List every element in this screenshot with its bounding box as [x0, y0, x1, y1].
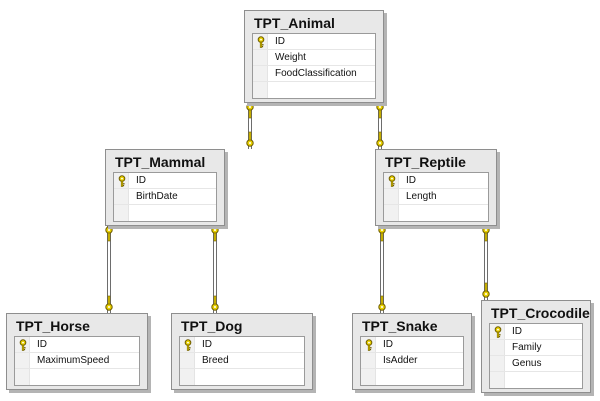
column-row[interactable]: Breed [180, 353, 304, 369]
table-tpt-snake[interactable]: TPT_Snake ID IsAdder [352, 313, 472, 390]
column-row[interactable]: Family [490, 340, 582, 356]
empty-row[interactable] [180, 369, 304, 385]
column-grid: ID BirthDate [113, 172, 217, 222]
column-row[interactable]: BirthDate [114, 189, 216, 205]
column-name: Genus [512, 358, 542, 369]
column-row[interactable]: ID [361, 337, 463, 353]
column-row[interactable]: IsAdder [361, 353, 463, 369]
column-row[interactable]: Weight [253, 50, 375, 66]
column-grid: ID Weight FoodClassification [252, 33, 376, 99]
column-row[interactable]: ID [180, 337, 304, 353]
table-tpt-dog[interactable]: TPT_Dog ID Breed [171, 313, 313, 390]
key-connector-icon [211, 226, 219, 242]
column-name: ID [406, 175, 416, 186]
key-icon [19, 339, 27, 351]
column-name: Length [406, 191, 437, 202]
key-icon [365, 339, 373, 351]
column-name: ID [37, 339, 47, 350]
table-title: TPT_Reptile [385, 154, 466, 170]
column-row[interactable]: ID [253, 34, 375, 50]
empty-row[interactable] [15, 369, 139, 385]
column-row[interactable]: Length [384, 189, 488, 205]
table-title: TPT_Mammal [115, 154, 206, 170]
empty-row[interactable] [384, 205, 488, 221]
key-connector-icon [378, 226, 386, 242]
column-row[interactable]: Genus [490, 356, 582, 372]
key-connector-icon [376, 131, 384, 147]
key-connector-icon [211, 295, 219, 311]
key-connector-icon [376, 103, 384, 119]
relationship-line[interactable] [484, 224, 488, 300]
table-title: TPT_Snake [362, 318, 438, 334]
column-row[interactable]: ID [384, 173, 488, 189]
table-tpt-reptile[interactable]: TPT_Reptile ID Length [375, 149, 497, 226]
column-name: ID [136, 175, 146, 186]
column-name: Breed [202, 355, 229, 366]
table-tpt-animal[interactable]: TPT_Animal ID Weight FoodClassification [244, 10, 384, 103]
column-grid: ID Length [383, 172, 489, 222]
column-grid: ID MaximumSpeed [14, 336, 140, 386]
column-name: Weight [275, 52, 306, 63]
key-icon [257, 36, 265, 48]
key-icon [118, 175, 126, 187]
key-icon [388, 175, 396, 187]
column-row[interactable]: ID [114, 173, 216, 189]
column-row[interactable]: ID [490, 324, 582, 340]
table-tpt-crocodile[interactable]: TPT_Crocodile ID Family Genus [481, 300, 591, 393]
table-title: TPT_Horse [16, 318, 90, 334]
key-connector-icon [482, 282, 490, 298]
column-grid: ID Family Genus [489, 323, 583, 389]
relationship-line[interactable] [107, 224, 111, 313]
empty-row[interactable] [361, 369, 463, 385]
key-icon [494, 326, 502, 338]
column-name: ID [512, 326, 522, 337]
column-name: IsAdder [383, 355, 418, 366]
empty-row[interactable] [490, 372, 582, 388]
empty-row[interactable] [114, 205, 216, 221]
key-connector-icon [246, 103, 254, 119]
key-icon [184, 339, 192, 351]
column-name: BirthDate [136, 191, 178, 202]
column-name: FoodClassification [275, 68, 357, 79]
table-title: TPT_Dog [181, 318, 243, 334]
table-title: TPT_Crocodile [491, 305, 590, 321]
column-grid: ID IsAdder [360, 336, 464, 386]
column-name: MaximumSpeed [37, 355, 110, 366]
key-connector-icon [378, 295, 386, 311]
column-row[interactable]: FoodClassification [253, 66, 375, 82]
column-name: ID [383, 339, 393, 350]
key-connector-icon [246, 131, 254, 147]
empty-row[interactable] [253, 82, 375, 98]
column-name: Family [512, 342, 542, 353]
column-name: ID [202, 339, 212, 350]
relationship-line[interactable] [213, 224, 217, 313]
table-tpt-horse[interactable]: TPT_Horse ID MaximumSpeed [6, 313, 148, 390]
relationship-line[interactable] [380, 224, 384, 313]
key-connector-icon [105, 295, 113, 311]
column-row[interactable]: ID [15, 337, 139, 353]
column-name: ID [275, 36, 285, 47]
key-connector-icon [105, 226, 113, 242]
table-title: TPT_Animal [254, 15, 335, 31]
column-row[interactable]: MaximumSpeed [15, 353, 139, 369]
table-tpt-mammal[interactable]: TPT_Mammal ID BirthDate [105, 149, 225, 226]
column-grid: ID Breed [179, 336, 305, 386]
key-connector-icon [482, 226, 490, 242]
